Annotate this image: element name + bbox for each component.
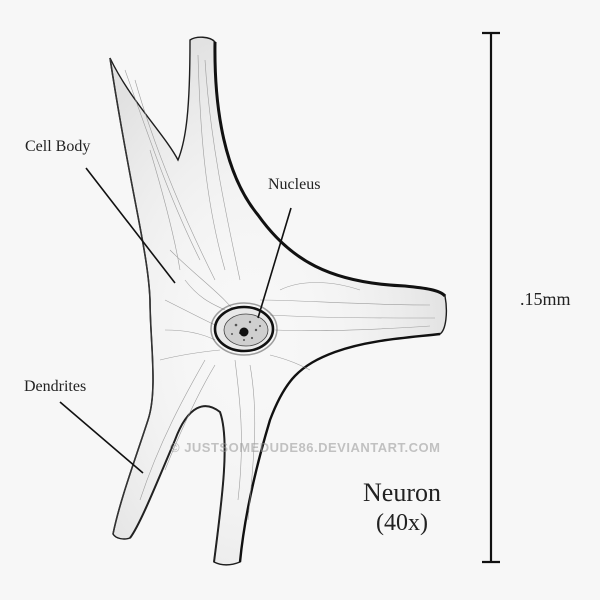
dendrites-label: Dendrites — [24, 378, 87, 395]
nucleolus — [239, 327, 249, 337]
outline-shadow-left — [109, 57, 154, 535]
cell-body-label: Cell Body — [25, 138, 91, 155]
cell-body-leader — [85, 167, 176, 284]
nucleus — [210, 302, 278, 356]
nucleus-label: Nucleus — [268, 176, 321, 193]
nucleus-leader — [257, 207, 292, 319]
scale-bar — [482, 31, 500, 564]
scale-label: .15mm — [520, 289, 571, 309]
dendrites-leader — [59, 401, 144, 474]
fiber-strokes — [124, 54, 436, 521]
diagram-title: Neuron — [363, 478, 441, 507]
watermark: © JUSTSOMEDUDE86.DEVIANTART.COM — [170, 440, 441, 455]
magnification-label: (40x) — [376, 510, 428, 536]
outline-shadow-crotch — [129, 405, 226, 563]
outline-shadow — [213, 41, 447, 298]
